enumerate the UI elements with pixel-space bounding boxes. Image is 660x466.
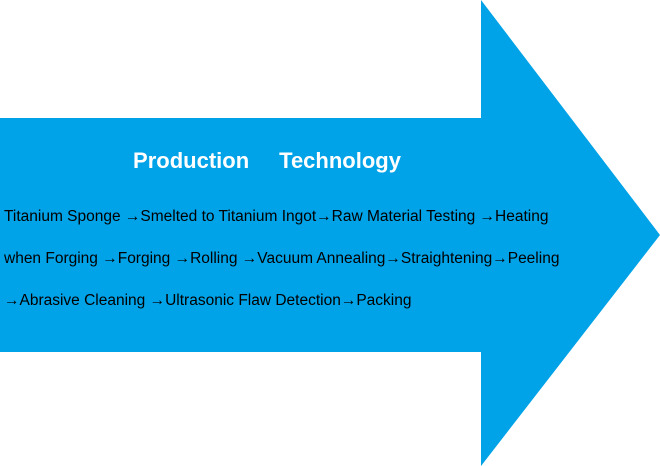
process-line-1: Titanium Sponge →Smelted to Titanium Ing… <box>4 208 549 225</box>
process-steps-text: Titanium Sponge →Smelted to Titanium Ing… <box>4 196 654 322</box>
diagram-title: Production Technology <box>0 145 534 177</box>
title-word-production: Production <box>133 148 250 173</box>
process-line-2: when Forging →Forging →Rolling →Vacuum A… <box>4 250 560 267</box>
title-word-technology: Technology <box>279 148 401 173</box>
process-line-3: →Abrasive Cleaning →Ultrasonic Flaw Dete… <box>4 292 412 309</box>
